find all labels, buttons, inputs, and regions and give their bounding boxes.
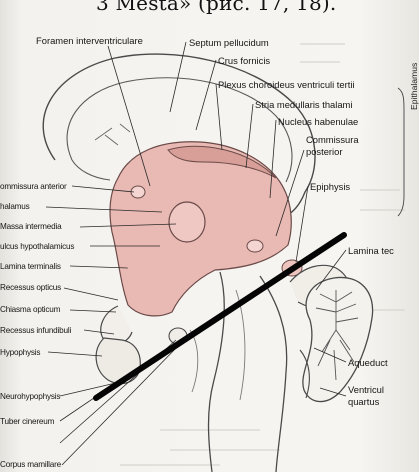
label-crus-fornicis: Crus fornicis <box>218 55 270 66</box>
label-recessus-infundibuli: Recessus infundibuli <box>0 325 71 336</box>
label-epiphysis: Epiphysis <box>310 181 350 192</box>
label-plexus-choroideus: Plexus choroideus ventriculi tertii <box>218 79 355 90</box>
label-recessus-opticus: Recessus opticus <box>0 282 61 293</box>
massa-intermedia-shape <box>169 202 205 242</box>
epithalamus-bracket <box>398 88 404 216</box>
label-lamina-terminalis: Lamina terminalis <box>0 261 61 272</box>
label-corpus-mamillare: Corpus mamillare <box>0 459 61 470</box>
cerebellum-shape <box>303 277 373 401</box>
label-stria-medullaris: Stria medullaris thalami <box>255 99 352 110</box>
label-aqueduct: Aqueduct <box>348 357 388 368</box>
label-nucleus-habenulae: Nucleus habenulae <box>278 116 358 127</box>
label-tuber-cinereum: Tuber cinereum <box>0 416 54 427</box>
label-ventriculus-line1: Ventricul <box>348 384 384 395</box>
label-septum-pellucidum: Septum pellucidum <box>189 37 269 48</box>
label-commissura-posterior-line1: Commissura <box>306 134 359 145</box>
label-foramen-interventriculare: Foramen interventriculare <box>36 35 143 46</box>
label-chiasma-opticum: Chiasma opticum <box>0 304 60 315</box>
label-thalamus: halamus <box>0 201 30 212</box>
label-ventriculus-line2: quartus <box>348 396 379 407</box>
label-sulcus-hypothalamicus: ulcus hypothalamicus <box>0 241 74 252</box>
label-neurohypophysis: Neurohypophysis <box>0 391 60 402</box>
label-commissura-anterior: ommissura anterior <box>0 181 66 192</box>
label-lamina-tecti: Lamina tec <box>348 245 394 256</box>
label-massa-intermedia: Massa intermedia <box>0 221 61 232</box>
label-hypophysis: Hypophysis <box>0 347 40 358</box>
label-epithalamus: Epithalamus <box>409 63 419 110</box>
label-commissura-posterior-line2: posterior <box>306 146 342 157</box>
